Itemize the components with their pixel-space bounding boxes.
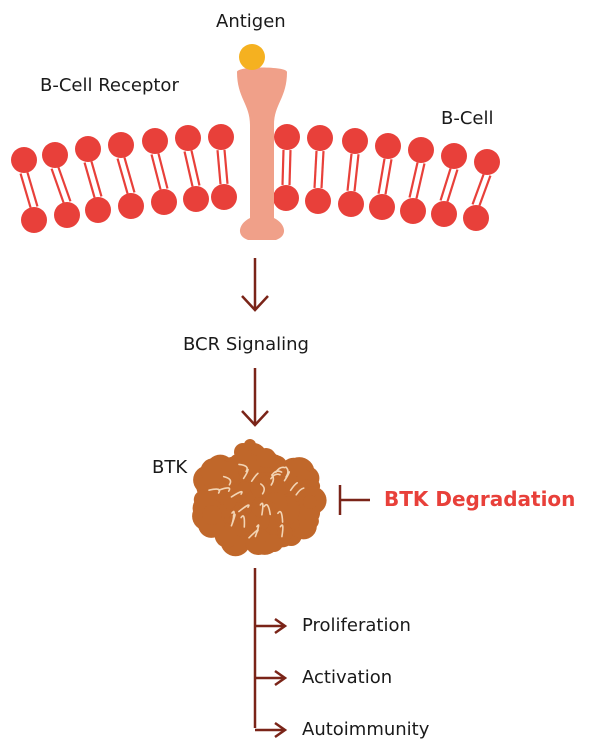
arrow-down-icon [241,295,269,312]
lipid-pair [431,143,467,227]
lipid-head [21,207,47,233]
lipid-head [54,202,80,228]
lipid-pair [142,128,177,215]
lipid-head [463,205,489,231]
lipid-head [211,184,237,210]
lipid-head [369,194,395,220]
lipid-head [85,197,111,223]
arrows [241,258,288,739]
lipid-head [408,137,434,163]
receptor-body [237,67,287,240]
lipid-head [151,189,177,215]
arrow-right-icon [274,669,288,687]
lipid-pair [175,125,209,212]
lipid-head [307,125,333,151]
signaling-label: BCR Signaling [183,334,309,355]
lipid-head [208,124,234,150]
lipid-pair [75,136,111,223]
antigen-label: Antigen [216,11,286,32]
lipid-pair [273,124,300,211]
outcome-proliferation: Proliferation [302,615,411,636]
lipid-head [375,133,401,159]
btk-protein-icon [192,439,327,557]
cell-membrane [11,124,500,233]
lipid-pair [42,142,80,228]
cell-label: B-Cell [441,108,494,129]
lipid-pair [338,128,368,217]
lipid-head [274,124,300,150]
b-cell-receptor-shape [237,67,287,240]
antigen-icon [239,44,265,70]
lipid-head [142,128,168,154]
lipid-pair [108,132,144,219]
lipid-head [441,143,467,169]
lipid-pair [208,124,237,210]
lipid-head [474,149,500,175]
lipid-pair [463,149,500,231]
arrow-down-icon [241,410,269,427]
lipid-head [118,193,144,219]
lipid-head [11,147,37,173]
lipid-head [305,188,331,214]
lipid-head [273,185,299,211]
outcome-activation: Activation [302,667,393,688]
lipid-head [75,136,101,162]
lipid-head [175,125,201,151]
lipid-pair [369,133,401,220]
lipid-head [400,198,426,224]
lipid-pair [400,137,434,224]
lipid-pair [11,147,47,233]
btk-label: BTK [152,457,188,478]
lipid-head [342,128,368,154]
t-bar-inhibition-icon [338,485,370,515]
lipid-pair [305,125,333,214]
lipid-head [338,191,364,217]
lipid-head [431,201,457,227]
lipid-head [183,186,209,212]
degradation-label: BTK Degradation [384,487,576,511]
arrow-right-icon [274,721,288,739]
receptor-label: B-Cell Receptor [40,75,179,96]
lipid-head [108,132,134,158]
outcome-branches [255,617,288,739]
outcome-autoimmunity: Autoimmunity [302,719,430,740]
lipid-head [42,142,68,168]
arrow-right-icon [274,617,288,635]
